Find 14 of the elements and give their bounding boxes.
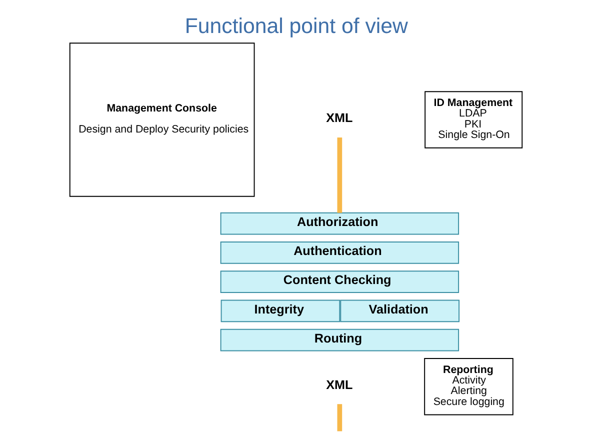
node-box: ID Management LDAP PKI Single Sign-On — [424, 91, 523, 148]
node-text: XML — [326, 111, 353, 126]
node-text: XML — [326, 378, 353, 392]
node-box: Reporting Activity Alerting Secure logging — [424, 358, 514, 416]
node-box: Routing — [220, 328, 460, 352]
diagram-title: Functional point of view — [184, 14, 408, 38]
node-box: Validation — [340, 300, 460, 322]
connector — [337, 404, 342, 432]
node-box: Integrity — [220, 300, 340, 322]
node-box: Authorization — [220, 212, 460, 235]
node-box: Authentication — [220, 242, 460, 264]
connector — [337, 138, 342, 213]
node-box: Management Console Design and Deploy Security policies — [69, 42, 255, 197]
node-box: Content Checking — [220, 270, 460, 293]
